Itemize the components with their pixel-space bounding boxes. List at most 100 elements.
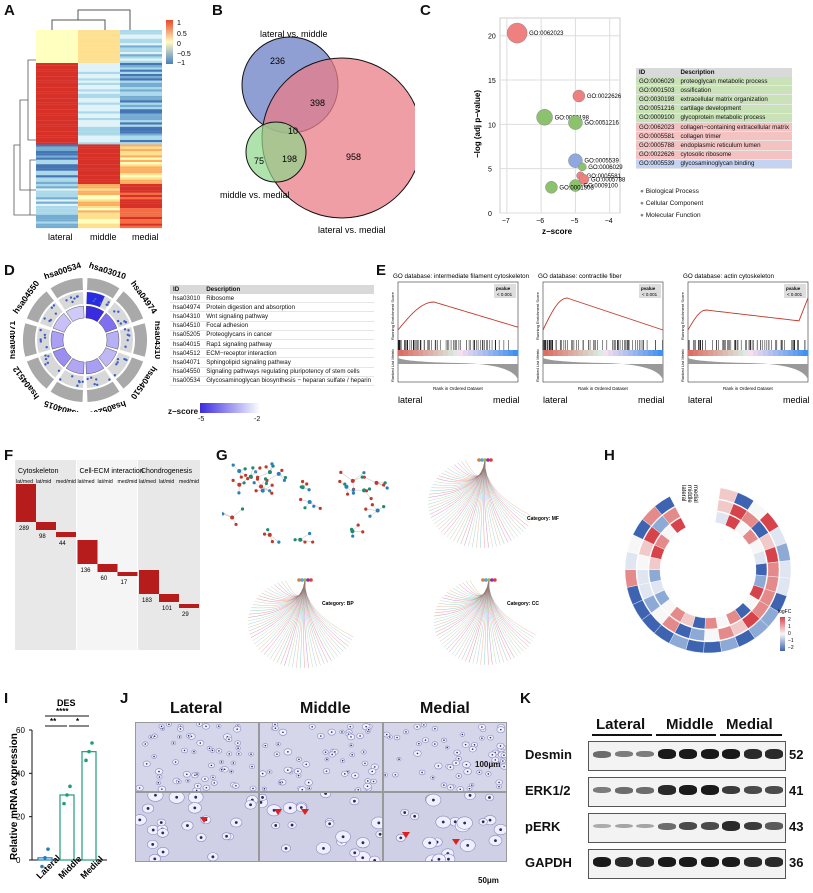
- micrograph-nucleus: [230, 770, 233, 773]
- heatmap-a-cell: [78, 144, 120, 147]
- heatmap-a-cell: [78, 63, 120, 66]
- network-g-node: [270, 483, 274, 487]
- micrograph-nucleus: [366, 785, 369, 788]
- heatmap-a-cell: [120, 85, 162, 88]
- circos-d-dot: [125, 358, 128, 362]
- heatmap-a-cell: [78, 65, 120, 68]
- gsea-e-colorbar: [623, 350, 629, 356]
- heatmap-a-cell: [78, 190, 120, 193]
- micro-col-middle: Middle: [300, 700, 351, 717]
- heatmap-a-cell: [78, 120, 120, 123]
- go-table-cell: GO:0009100: [636, 113, 678, 123]
- circos-d-dot: [113, 310, 116, 313]
- micrograph-cells: [384, 723, 506, 791]
- network-g-hub: [486, 458, 490, 462]
- heatmap-a-cell: [78, 148, 120, 152]
- gsea-e-colorbar: [643, 350, 649, 356]
- heatmap-a-cell: [78, 142, 120, 145]
- micrograph-nucleus: [463, 821, 467, 825]
- micrograph-nucleus: [250, 753, 252, 755]
- circos-d-dot: [44, 363, 47, 366]
- heatmap-a-cell: [36, 102, 78, 105]
- heatmap-a-cell: [36, 168, 78, 171]
- gsea-e-colorbar: [803, 350, 809, 356]
- micrograph-nucleus: [405, 731, 407, 733]
- network-g-node: [339, 470, 343, 474]
- micrograph-nucleus: [499, 745, 502, 747]
- micrograph-nucleus: [449, 786, 452, 789]
- micrograph-nucleus: [193, 806, 197, 810]
- bubble-c-point: [506, 22, 528, 44]
- heatmap-a-cell: [36, 43, 78, 46]
- circular-heatmap-cell: [636, 569, 650, 586]
- micrograph-nucleus: [211, 749, 214, 752]
- bar-i-point: [68, 784, 72, 789]
- micrograph-nucleus: [218, 750, 220, 752]
- heatmap-a-cell: [78, 58, 120, 61]
- circos-d-outer-segment: [133, 323, 147, 357]
- micrograph-nucleus: [288, 806, 292, 810]
- bubble-c-xtick: −6: [536, 218, 544, 225]
- circos-d-outer-segment: [26, 291, 55, 323]
- wb-line-middle: [656, 734, 716, 736]
- venn-count-lm-only: 236: [270, 56, 285, 66]
- micrograph-nucleus: [464, 743, 467, 746]
- heatmap-a-cell: [78, 223, 120, 226]
- kegg-table-cell: ECM−receptor interaction: [203, 348, 375, 359]
- panel-j-label: J: [120, 690, 129, 707]
- circular-heatmap-cell: [669, 517, 687, 534]
- micrograph-nucleus: [494, 839, 497, 843]
- heatmap-a-cell: [78, 221, 120, 224]
- upset-f-count: 60: [101, 576, 108, 582]
- network-g-hub: [489, 458, 493, 462]
- gsea-e-colorbar: [513, 350, 519, 356]
- micrograph-nucleus: [416, 752, 419, 755]
- circos-d-label: hsa04071: [10, 321, 17, 360]
- kegg-table-cell: hsa04974: [170, 302, 204, 313]
- wb-band: [765, 785, 783, 795]
- upset-f-sub-label: lat/mid: [98, 479, 113, 485]
- heatmap-a-cell: [120, 41, 162, 44]
- panel-c-label: C: [420, 2, 431, 19]
- heatmap-a-cell: [120, 186, 162, 189]
- micrograph-nucleus: [471, 748, 474, 750]
- network-g-node: [318, 506, 322, 510]
- gsea-e-pvalue-label: pvalue: [496, 286, 511, 291]
- heatmap-a-cell: [120, 71, 162, 75]
- gsea-e-left: lateral: [688, 395, 713, 405]
- heatmap-a-cell: [36, 137, 78, 141]
- network-g-fan-edge: [304, 579, 353, 641]
- circos-d-dot: [44, 354, 47, 357]
- network-g-fan-edge: [469, 579, 490, 596]
- heatmap-a-cell: [36, 155, 78, 158]
- micrograph-nucleus: [471, 784, 473, 786]
- wb-group-medial: Medial: [726, 716, 773, 733]
- heatmap-a-cell: [78, 206, 120, 209]
- heatmap-a-cell: [78, 56, 120, 59]
- micrograph-nucleus: [151, 828, 155, 832]
- micrograph-nucleus: [299, 806, 303, 809]
- gsea-e-colorbar: [633, 350, 639, 356]
- circos-d-dot: [127, 329, 130, 332]
- gsea-e-left: lateral: [398, 395, 423, 405]
- micrograph-nucleus: [341, 731, 343, 733]
- network-g-edge: [260, 486, 272, 494]
- network-g-node: [312, 504, 316, 508]
- heatmap-a-legend-4: −0.5: [177, 51, 191, 58]
- heatmap-a-cell: [120, 52, 162, 55]
- upset-f-count: 44: [59, 541, 66, 547]
- micrograph-nucleus: [434, 743, 436, 745]
- kegg-table-cell: Proteoglycans in cancer: [203, 330, 375, 340]
- gsea-e-colorbar: [438, 350, 444, 356]
- circos-d-dot: [116, 357, 120, 361]
- micrograph-nucleus: [443, 784, 445, 786]
- network-g-node: [303, 540, 307, 544]
- upset-f-bar: [77, 540, 98, 564]
- go-table-cell: endoplasmic reticulum lumen: [677, 140, 792, 151]
- network-g-node: [244, 473, 248, 477]
- micrograph-nucleus: [282, 731, 284, 734]
- network-g-node: [305, 482, 309, 486]
- bubble-c-frame: [499, 17, 621, 214]
